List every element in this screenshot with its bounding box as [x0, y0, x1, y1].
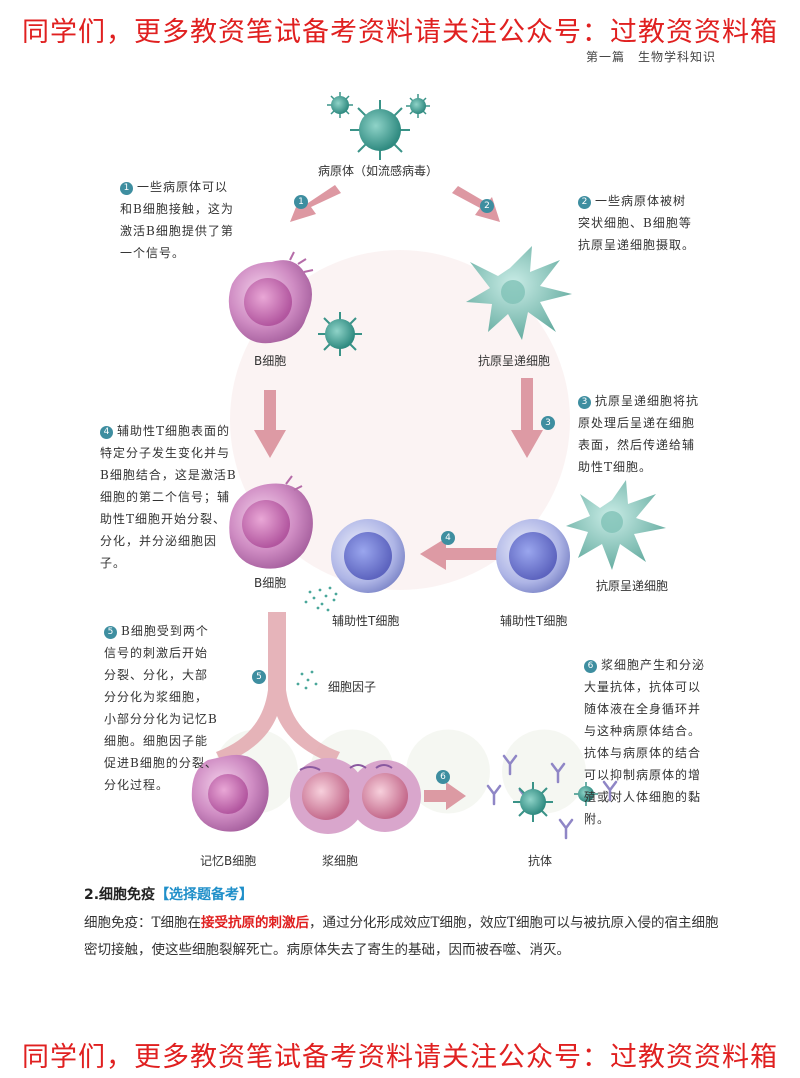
helper-t-label-left: 辅助性T细胞: [332, 614, 400, 628]
memory-b-cell-icon: [191, 754, 269, 832]
b-cell-label-2: B细胞: [254, 576, 287, 590]
promo-banner-bottom: 同学们，更多教资笔试备考资料请关注公众号：过教资资料箱: [22, 1042, 778, 1073]
running-head: 第一篇 生物学科知识: [585, 50, 716, 64]
arrow-b-cell-down: [254, 390, 286, 458]
pathogen-label: 病原体（如流感病毒）: [318, 164, 439, 178]
antigen-presenting-cell-icon: [466, 246, 572, 340]
virus-icon: [327, 92, 353, 118]
step-badge-2: 2: [480, 199, 494, 213]
helper-t-cell-icon: [496, 519, 570, 593]
b-cell-icon: [228, 251, 314, 344]
arrow-step-2: [452, 186, 500, 222]
highlight-text: 接受抗原的刺激后: [201, 915, 310, 931]
virus-icon: [350, 100, 410, 160]
arrow-step-6: [424, 782, 466, 810]
helper-t-label-right: 辅助性T细胞: [500, 614, 568, 628]
memory-b-label: 记忆B细胞: [200, 854, 257, 868]
arrow-step-5-branch: [216, 612, 340, 764]
antigen-presenting-cell-icon: [566, 480, 666, 570]
apc-label: 抗原呈递细胞: [478, 354, 551, 368]
cytokine-label: 细胞因子: [328, 680, 377, 694]
helper-t-cell-icon: [331, 519, 405, 593]
arrow-step-4: [420, 538, 500, 570]
step-badge-1: 1: [294, 195, 308, 209]
virus-icon: [513, 782, 553, 822]
section-heading: 2.细胞免疫【选择题备考】: [84, 884, 253, 904]
plasma-cell-icon: [290, 758, 421, 834]
humoral-immunity-diagram: ●●●●: [191, 92, 666, 840]
step-badge-3: 3: [541, 416, 555, 430]
step-badge-4: 4: [441, 531, 455, 545]
section-title: 2.细胞免疫: [84, 887, 156, 903]
virus-icon: [574, 782, 598, 806]
arrow-step-3: [511, 378, 543, 458]
step-badge-5: 5: [252, 670, 266, 684]
apc-label-2: 抗原呈递细胞: [596, 579, 669, 593]
arrow-step-1: [290, 185, 341, 222]
promo-banner-top: 同学们，更多教资笔试备考资料请关注公众号：过教资资料箱: [22, 17, 778, 48]
virus-icon: [406, 94, 430, 118]
antibody-label: 抗体: [528, 854, 553, 868]
b-cell-icon: [229, 475, 313, 569]
b-cell-label: B细胞: [254, 354, 287, 368]
step-badge-6: 6: [436, 770, 450, 784]
virus-icon: [318, 312, 362, 356]
body-paragraph: 细胞免疫：T细胞在接受抗原的刺激后，通过分化形成效应T细胞，效应T细胞可以与被抗…: [84, 915, 719, 958]
cytokine-dots: [304, 586, 338, 612]
section-tag: 【选择题备考】: [155, 887, 254, 903]
plasma-label: 浆细胞: [322, 854, 359, 868]
